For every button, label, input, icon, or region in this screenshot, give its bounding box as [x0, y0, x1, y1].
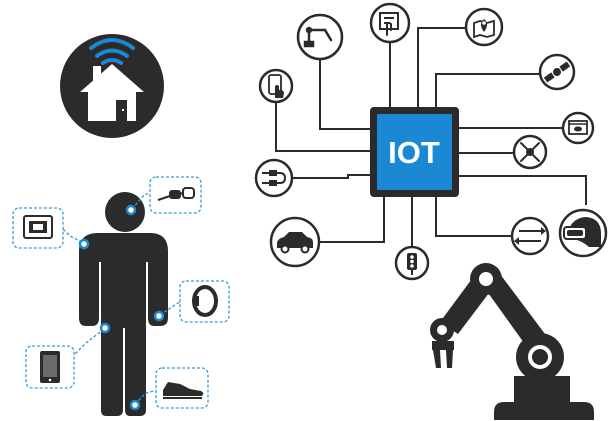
smartphone-icon	[40, 351, 60, 383]
vr-headset-icon	[563, 217, 601, 247]
node-satellite[interactable]	[538, 53, 576, 91]
wearable-chip-card[interactable]	[12, 207, 64, 249]
industrial-robot-arm	[430, 263, 594, 420]
wearable-key-fob[interactable]	[149, 176, 202, 214]
node-phone-tap[interactable]	[258, 68, 294, 104]
wearable-smart-shoe[interactable]	[155, 367, 209, 409]
wearable-smartphone[interactable]	[25, 345, 75, 389]
chip-card-icon	[23, 215, 53, 239]
node-vr-headset[interactable]	[558, 208, 608, 258]
satellite-icon	[543, 61, 571, 83]
node-drone[interactable]	[512, 134, 548, 170]
touch-panel-icon	[379, 12, 399, 36]
smart-shoe-icon	[163, 382, 204, 399]
smart-home-badge	[60, 34, 164, 138]
industrial-robot-arm-icon	[430, 263, 594, 420]
wearable-fitness-band[interactable]	[179, 280, 230, 323]
robot-arm-icon	[303, 26, 333, 48]
drone-icon	[520, 142, 540, 162]
node-touch-panel[interactable]	[369, 2, 411, 44]
data-transfer-icon	[514, 227, 546, 245]
key-fob-icon	[157, 187, 195, 201]
iot-chip: IOT	[370, 107, 459, 197]
node-data-transfer[interactable]	[510, 216, 550, 256]
map-location-icon	[473, 19, 495, 39]
node-robot-arm[interactable]	[296, 13, 344, 61]
node-car[interactable]	[269, 216, 321, 268]
connector-icon	[262, 170, 287, 186]
fitness-band-icon	[192, 285, 218, 317]
node-traffic-light[interactable]	[394, 245, 430, 281]
node-monitor-eye[interactable]	[561, 111, 595, 145]
node-map-location[interactable]	[464, 7, 504, 47]
wifi-house-icon	[80, 38, 144, 121]
car-icon	[277, 232, 313, 254]
node-connector[interactable]	[254, 158, 294, 198]
human-figure	[79, 192, 168, 416]
iot-chip-label: IOT	[388, 135, 440, 170]
traffic-light-icon	[407, 253, 417, 275]
monitor-eye-icon	[568, 120, 588, 135]
phone-tap-icon	[268, 74, 284, 98]
